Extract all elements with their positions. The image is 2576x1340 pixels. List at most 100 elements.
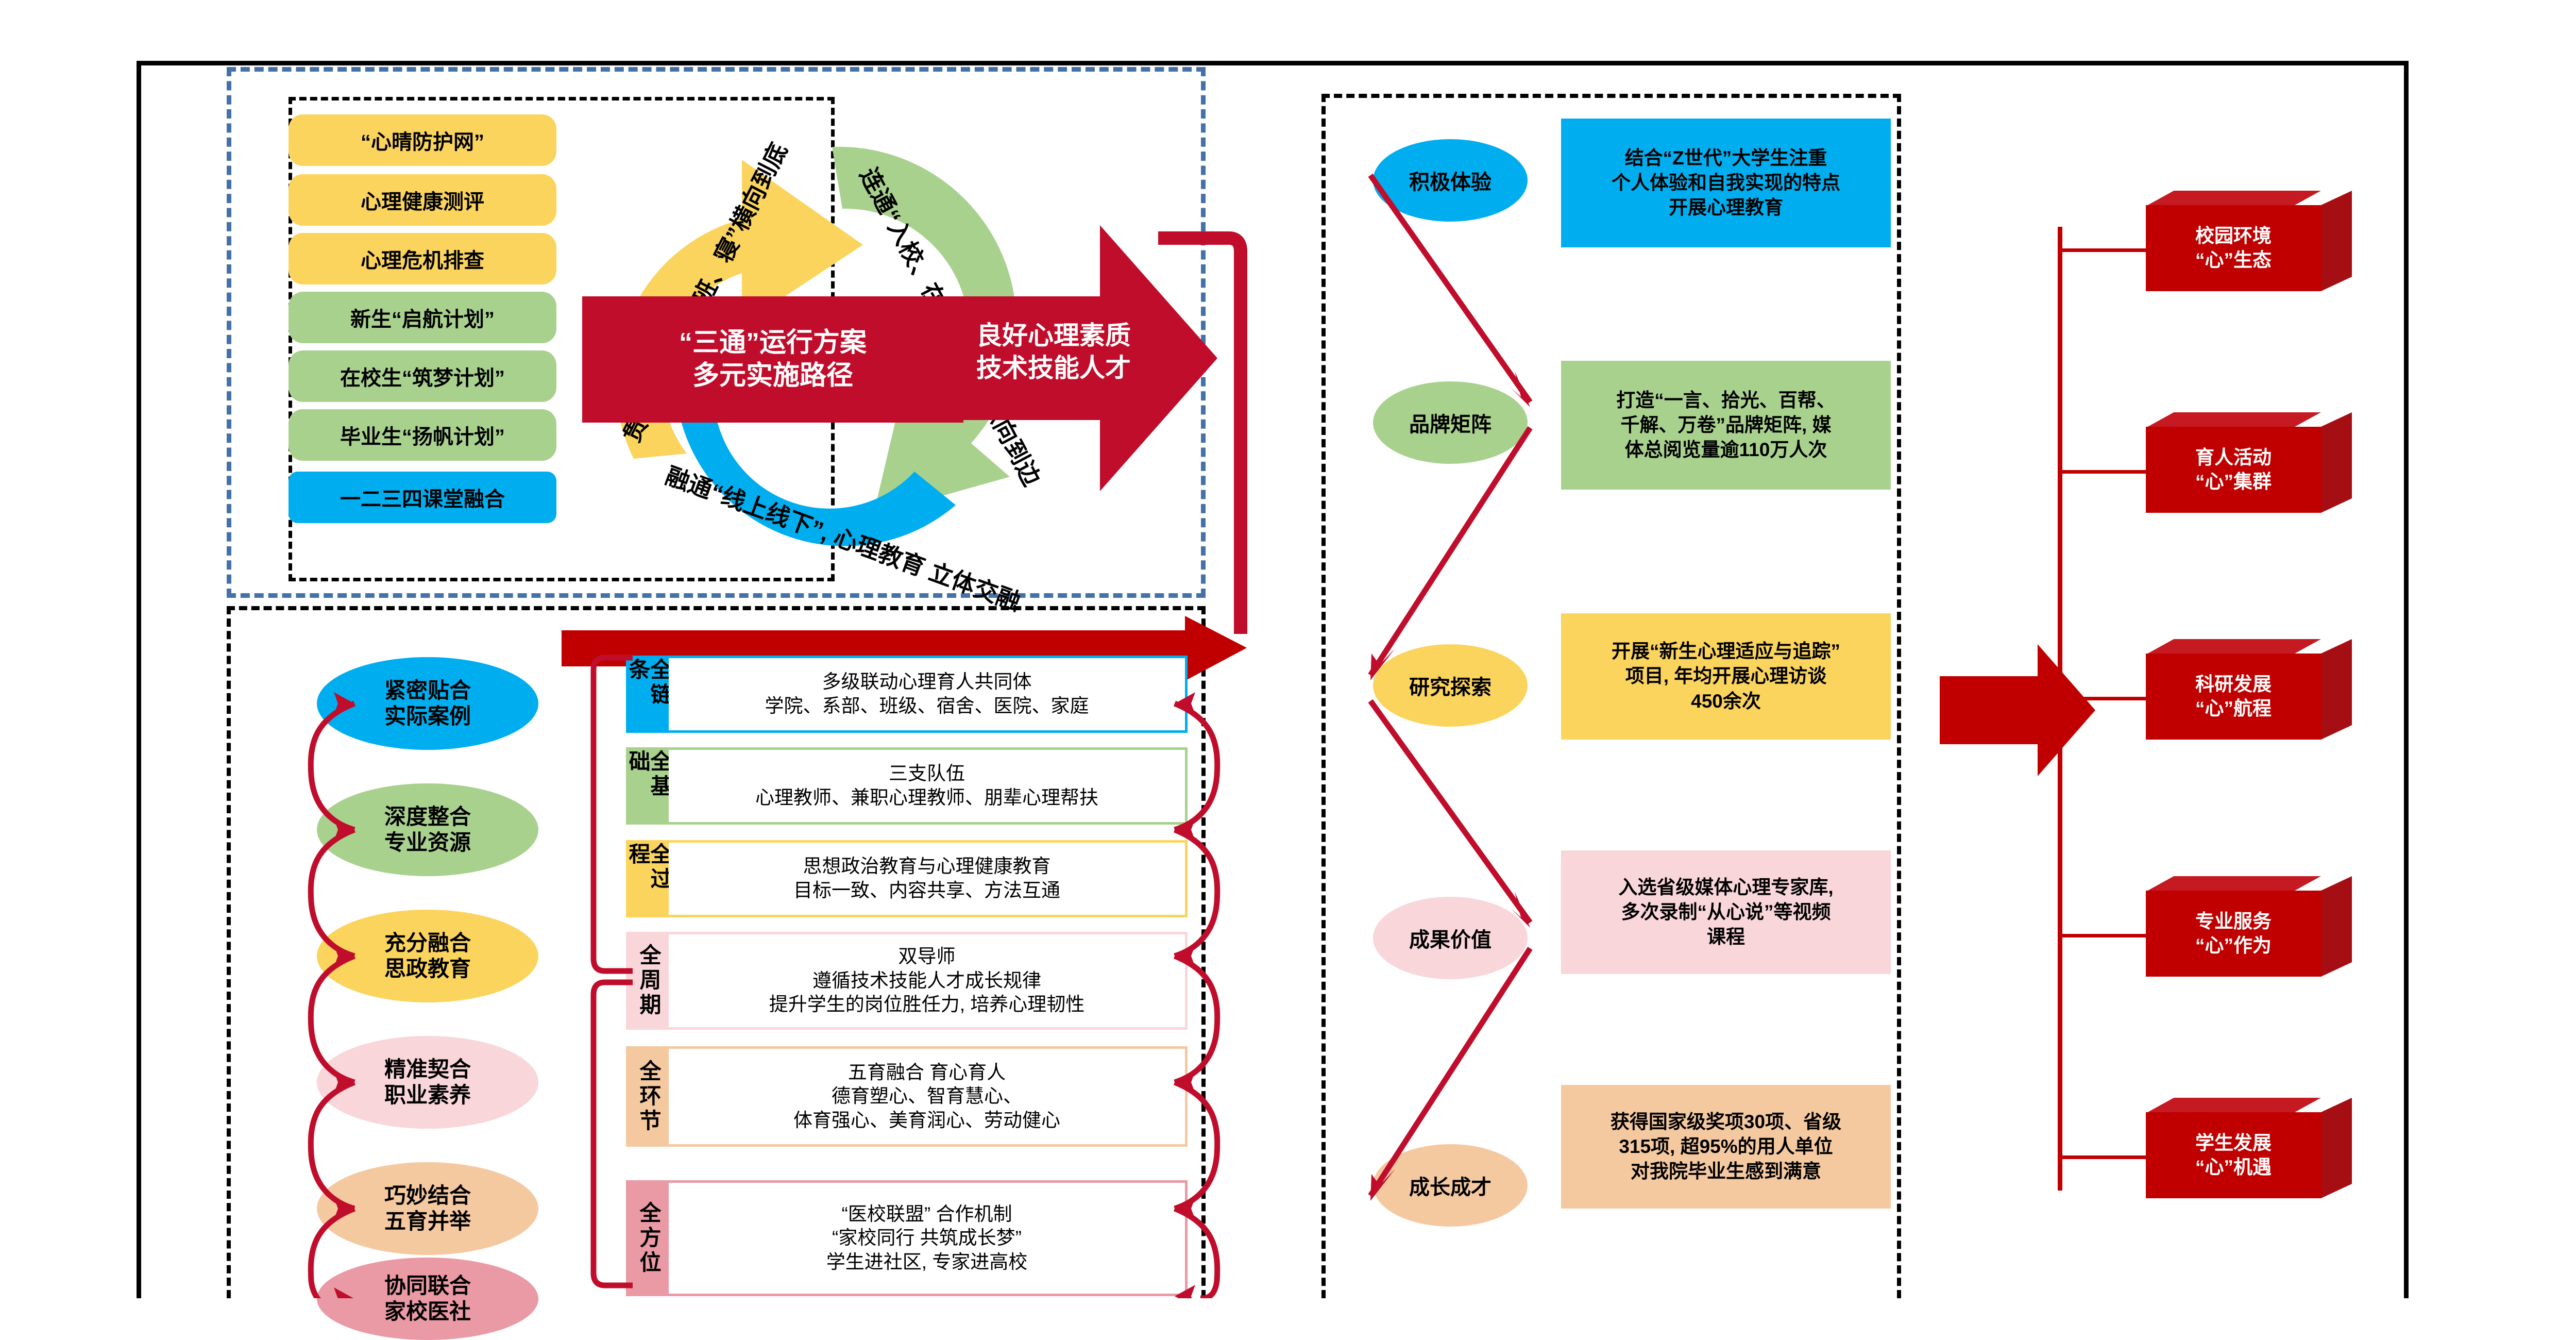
outcome-arrow-label: 良好心理素质 技术技能人才	[961, 320, 1146, 384]
right-cube-5[interactable]: 学生发展“心”机遇	[2146, 1098, 2352, 1198]
oval-line2: 思政教育	[384, 957, 471, 981]
spine-stub-1	[2058, 248, 2146, 252]
middle-box-line: 入选省级媒体心理专家库,	[1618, 876, 1834, 898]
middle-box-line: 开展心理教育	[1669, 197, 1783, 219]
pill-item-3[interactable]: 心理危机排查	[289, 233, 556, 284]
lower-row-6[interactable]: 全方位“医校联盟” 合作机制“家校同行 共筑成长梦”学生进社区, 专家进高校	[626, 1180, 1188, 1296]
lower-row-3[interactable]: 全过程思想政治教育与心理健康教育目标一致、内容共享、方法互通	[626, 840, 1188, 917]
row-group-bracket-upper	[590, 655, 633, 974]
cube-line1: 育人活动	[2195, 447, 2272, 468]
oval-line1: 充分融合	[384, 930, 471, 955]
pill-item-5[interactable]: 在校生“筑梦计划”	[289, 350, 556, 402]
middle-box-4[interactable]: 入选省级媒体心理专家库,多次录制“从心说”等视频课程	[1561, 850, 1891, 974]
lower-oval-1[interactable]: 紧密贴合实际案例	[317, 657, 538, 750]
cube-line1: 科研发展	[2195, 674, 2272, 695]
spine-stub-5	[2058, 1155, 2146, 1159]
row-line: 体育强心、美育润心、劳动健心	[793, 1109, 1060, 1131]
middle-oval-4[interactable]: 成果价值	[1373, 897, 1528, 979]
oval-line2: 专业资源	[384, 830, 471, 855]
cube-line1: 专业服务	[2195, 911, 2272, 932]
pill-item-4[interactable]: 新生“启航计划”	[289, 292, 556, 343]
pill-item-1[interactable]: “心晴防护网”	[289, 114, 556, 166]
cube-side-face	[2321, 191, 2352, 291]
middle-box-line: 打造“一言、拾光、百帮、	[1616, 389, 1836, 411]
row-body: 多级联动心理育人共同体学院、系部、班级、宿舍、医院、家庭	[669, 658, 1185, 730]
center-band-line2: 多元实施路径	[692, 360, 853, 391]
row-tag: 全环节	[629, 1049, 669, 1144]
oval-line2: 五育并举	[384, 1209, 471, 1233]
right-cube-2[interactable]: 育人活动 “心”集群	[2146, 412, 2352, 513]
lower-row-1[interactable]: 全链条多级联动心理育人共同体学院、系部、班级、宿舍、医院、家庭	[626, 656, 1188, 733]
middle-box-line: 个人体验和自我实现的特点	[1612, 172, 1840, 193]
cube-line2: “心”生态	[2195, 249, 2272, 271]
row-line: 三支队伍	[889, 763, 965, 784]
lower-left-dashed-frame	[227, 606, 1206, 1298]
cube-side-face	[2321, 412, 2352, 513]
row-line: 学院、系部、班级、宿舍、医院、家庭	[765, 695, 1089, 716]
cube-line2: “心”集群	[2195, 471, 2272, 492]
middle-oval-5[interactable]: 成长成才	[1373, 1144, 1528, 1227]
middle-box-line: 结合“Z世代”大学生注重	[1624, 147, 1827, 169]
spine-stub-4	[2058, 934, 2146, 937]
middle-box-line: 对我院毕业生感到满意	[1631, 1161, 1821, 1182]
middle-box-line: 多次录制“从心说”等视频	[1621, 901, 1831, 923]
oval-line2: 家校医社	[384, 1299, 471, 1324]
row-body: “医校联盟” 合作机制“家校同行 共筑成长梦”学生进社区, 专家进高校	[669, 1183, 1185, 1294]
row-line: 多级联动心理育人共同体	[822, 671, 1032, 693]
oval-line1: 精准契合	[384, 1057, 471, 1081]
spine-stub-2	[2058, 470, 2146, 474]
pill-item-6[interactable]: 毕业生“扬帆计划”	[289, 409, 556, 461]
right-feed-arrow	[1940, 644, 2095, 776]
lower-row-2[interactable]: 全基础三支队伍心理教师、兼职心理教师、朋辈心理帮扶	[626, 747, 1188, 825]
lower-row-4[interactable]: 全周期双导师遵循技术技能人才成长规律提升学生的岗位胜任力, 培养心理韧性	[626, 932, 1188, 1030]
row-tag: 全过程	[626, 843, 672, 915]
cube-top-face	[2146, 191, 2321, 206]
oval-line1: 深度整合	[384, 804, 471, 829]
pill-item-7[interactable]: 一二三四课堂融合	[289, 472, 556, 523]
lower-row-5[interactable]: 全环节五育融合 育心育人德育塑心、智育慧心、体育强心、美育润心、劳动健心	[626, 1046, 1188, 1147]
row-line: 提升学生的岗位胜任力, 培养心理韧性	[769, 994, 1085, 1015]
oval-line2: 实际案例	[384, 704, 471, 728]
right-cube-4[interactable]: 专业服务“心”作为	[2146, 876, 2352, 977]
row-tag: 全基础	[626, 750, 672, 822]
right-cube-3[interactable]: 科研发展“心”航程	[2146, 639, 2352, 740]
row-line: 目标一致、内容共享、方法互通	[793, 880, 1060, 901]
cube-front-face: 学生发展“心”机遇	[2146, 1112, 2321, 1198]
middle-box-2[interactable]: 打造“一言、拾光、百帮、千解、万卷”品牌矩阵, 媒体总阅览量逾110万人次	[1561, 361, 1891, 490]
middle-oval-1[interactable]: 积极体验	[1373, 139, 1528, 222]
cube-side-face	[2321, 1098, 2352, 1198]
yellow-arc-arrow	[616, 160, 863, 459]
cube-top-face	[2146, 1098, 2321, 1113]
center-band-line1: “三通”运行方案	[679, 328, 867, 358]
outcome-arrow-shape	[930, 225, 1217, 491]
row-line: 双导师	[898, 946, 956, 967]
spine-stub-3	[2058, 697, 2146, 700]
middle-box-1[interactable]: 结合“Z世代”大学生注重个人体验和自我实现的特点开展心理教育	[1561, 119, 1891, 247]
oval-line1: 巧妙结合	[384, 1183, 471, 1208]
middle-box-line: 千解、万卷”品牌矩阵, 媒	[1620, 414, 1832, 435]
row-body: 五育融合 育心育人德育塑心、智育慧心、体育强心、美育润心、劳动健心	[669, 1049, 1185, 1144]
right-cube-1[interactable]: 校园环境“心”生态	[2146, 191, 2352, 291]
row-body: 三支队伍心理教师、兼职心理教师、朋辈心理帮扶	[669, 750, 1185, 822]
row-body: 双导师遵循技术技能人才成长规律提升学生的岗位胜任力, 培养心理韧性	[669, 934, 1185, 1027]
cube-front-face: 育人活动 “心”集群	[2146, 427, 2321, 513]
lower-oval-4[interactable]: 精准契合职业素养	[317, 1036, 538, 1129]
lower-oval-2[interactable]: 深度整合专业资源	[317, 783, 538, 876]
cube-side-face	[2321, 639, 2352, 740]
cube-line1: 校园环境	[2195, 225, 2272, 247]
pill-item-2[interactable]: 心理健康测评	[289, 174, 556, 226]
middle-oval-3[interactable]: 研究探索	[1373, 644, 1528, 727]
row-line: 德育塑心、智育慧心、	[832, 1085, 1022, 1107]
cube-side-face	[2321, 876, 2352, 977]
middle-oval-2[interactable]: 品牌矩阵	[1373, 381, 1528, 464]
cube-top-face	[2146, 412, 2321, 428]
row-line: 学生进社区, 专家进高校	[826, 1251, 1028, 1272]
middle-zigzag-arrows	[1368, 173, 1533, 1201]
outer-border	[137, 61, 2409, 1298]
middle-box-line: 项目, 年均开展心理访谈	[1625, 665, 1827, 687]
middle-box-line: 450余次	[1691, 690, 1761, 712]
middle-panel-dashed-frame	[1321, 94, 1901, 1298]
row-tag: 全方位	[629, 1183, 669, 1294]
